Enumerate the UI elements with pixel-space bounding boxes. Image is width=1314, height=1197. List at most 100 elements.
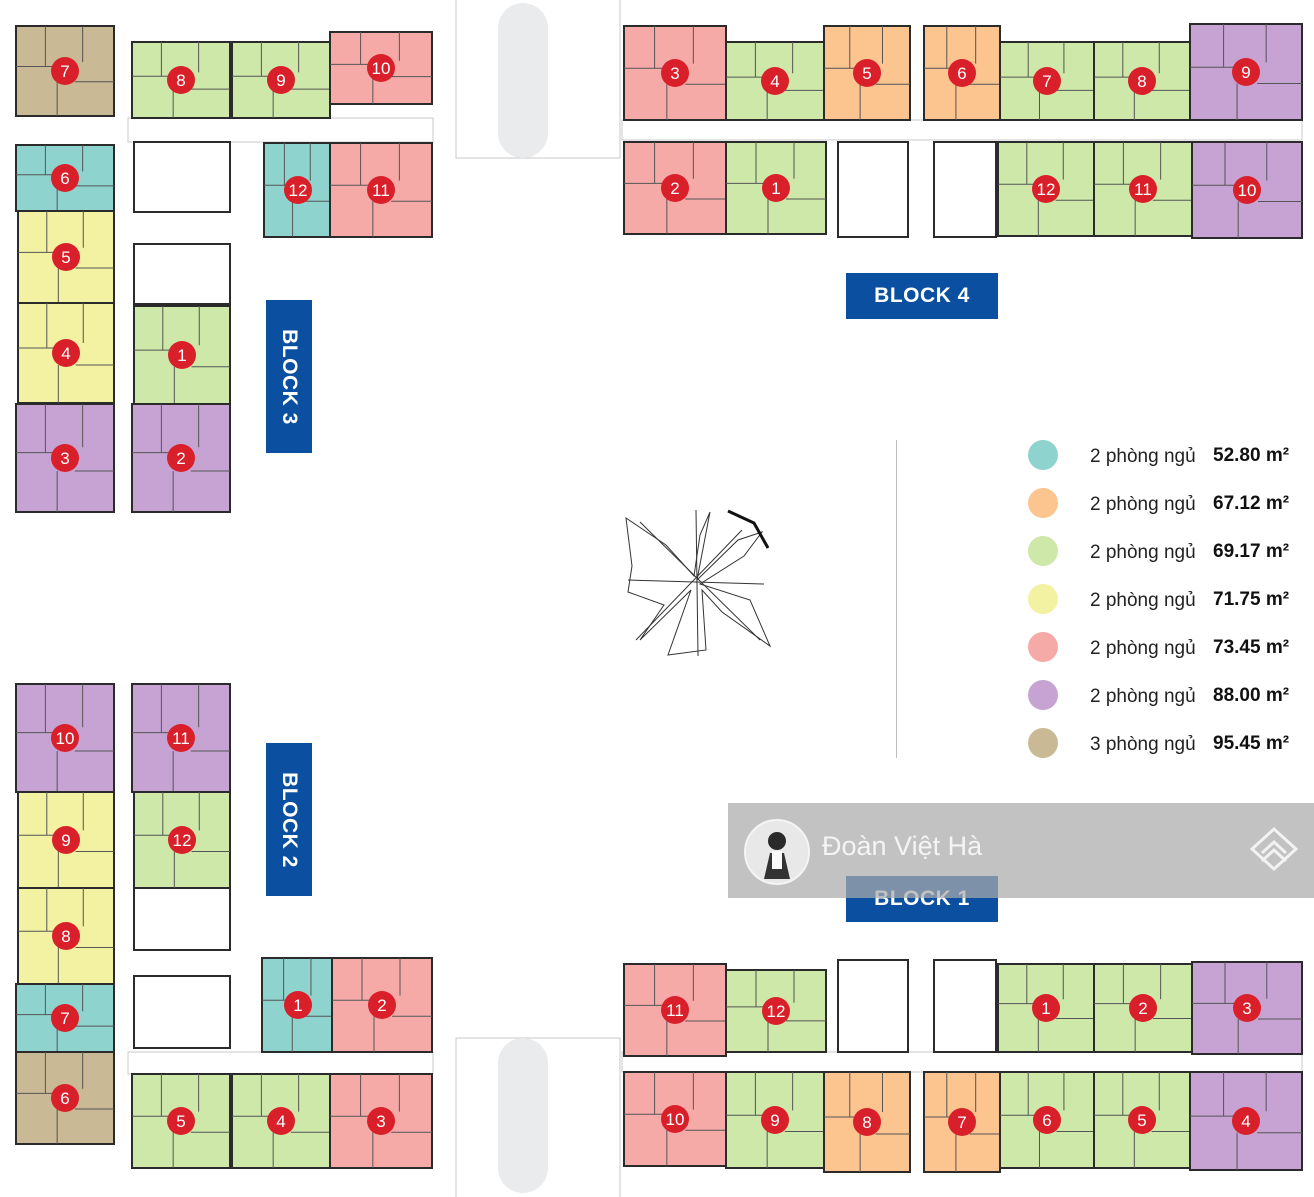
legend-divider: [896, 440, 897, 758]
unit-number: 7: [1042, 72, 1051, 91]
legend-area: 69.17 m²: [1213, 541, 1290, 562]
unit-number-marker: [167, 444, 195, 472]
unit-number-marker: [368, 991, 396, 1019]
unit-partitions: [332, 958, 432, 1052]
unit-partitions: [1094, 1072, 1190, 1168]
block4-unit-10: 10: [1191, 141, 1303, 239]
block2-unit-2: 2: [331, 957, 433, 1053]
unit-partitions: [1000, 1072, 1094, 1168]
legend-area: 73.45 m²: [1213, 637, 1290, 658]
unit-number: 11: [372, 181, 390, 200]
block2-unit-3: 3: [329, 1073, 433, 1169]
unit-partitions: [924, 26, 1000, 120]
unit-number: 7: [957, 1113, 966, 1132]
unit-partitions: [262, 958, 334, 1052]
block4-unit-9: 9: [1189, 23, 1303, 121]
unit-number-marker: [168, 826, 196, 854]
unit-number: 6: [60, 1089, 69, 1108]
unit-number: 10: [1238, 181, 1257, 200]
block1-unit-4: 4: [1189, 1071, 1303, 1171]
legend-item: 2 phòng ngủ 71.75 m²: [1028, 582, 1308, 630]
unit-number-marker: [853, 1108, 881, 1136]
legend-swatch: [1028, 488, 1058, 518]
legend-label: 2 phòng ngủ: [1090, 446, 1196, 467]
unit-number-marker: [367, 1107, 395, 1135]
unit-number-marker: [1032, 175, 1060, 203]
unit-partitions: [624, 26, 726, 120]
unit-number: 2: [176, 449, 185, 468]
block2-unit-5: 5: [131, 1073, 231, 1169]
legend-item: 2 phòng ngủ 88.00 m²: [1028, 678, 1308, 726]
block1-unit-12: 12: [725, 969, 827, 1053]
unit-number-marker: [267, 66, 295, 94]
unit-number: 4: [61, 344, 70, 363]
unit-partitions: [134, 306, 230, 404]
unit-partitions: [1192, 142, 1302, 238]
unit-number-marker: [1232, 1107, 1260, 1135]
block3-unit-2: 2: [131, 403, 231, 513]
block2-unit-1: 1: [261, 957, 335, 1053]
core-block1: [837, 959, 997, 1053]
unit-number-marker: [51, 1004, 79, 1032]
legend-item: 3 phòng ngủ 95.45 m²: [1028, 726, 1308, 774]
unit-number-marker: [948, 1108, 976, 1136]
unit-number-marker: [51, 57, 79, 85]
block1-unit-2: 2: [1093, 963, 1193, 1053]
legend-label: 2 phòng ngủ: [1090, 542, 1196, 563]
unit-number-marker: [661, 996, 689, 1024]
unit-number-marker: [1033, 1106, 1061, 1134]
unit-number: 2: [670, 179, 679, 198]
unit-number-marker: [367, 54, 395, 82]
block4-unit-5: 5: [823, 25, 911, 121]
unit-number: 4: [276, 1112, 285, 1131]
unit-number: 3: [376, 1112, 385, 1131]
unit-number: 9: [61, 831, 70, 850]
block-4-label: BLOCK 4: [846, 273, 998, 319]
unit-partitions: [132, 42, 230, 118]
unit-number-marker: [168, 341, 196, 369]
unit-number-marker: [52, 339, 80, 367]
block3-unit-7: 7: [15, 25, 115, 117]
block3-unit-5: 5: [17, 210, 115, 304]
driveway: [498, 3, 548, 1193]
unit-number: 9: [276, 71, 285, 90]
unit-partitions: [726, 42, 824, 120]
block4-unit-2: 2: [623, 141, 727, 235]
unit-number-marker: [761, 1106, 789, 1134]
avatar: [744, 819, 810, 885]
block1-unit-1: 1: [997, 963, 1095, 1053]
unit-number: 3: [670, 64, 679, 83]
legend-area: 71.75 m²: [1213, 589, 1290, 610]
unit-partitions: [726, 1072, 824, 1168]
unit-number: 8: [61, 927, 70, 946]
unit-number: 10: [56, 729, 75, 748]
unit-partitions: [924, 1072, 1000, 1172]
block3-unit-6: 6: [15, 144, 115, 212]
unit-partitions: [998, 964, 1094, 1052]
block2-unit-6: 6: [15, 1051, 115, 1145]
compass-icon: [625, 509, 772, 657]
legend-item: 2 phòng ngủ 73.45 m²: [1028, 630, 1308, 678]
legend-label: 3 phòng ngủ: [1090, 734, 1196, 755]
unit-number: 4: [1241, 1112, 1250, 1131]
unit-number-marker: [853, 59, 881, 87]
unit-number: 7: [60, 1009, 69, 1028]
watermark-name: Đoàn Việt Hà: [822, 831, 983, 861]
legend-label: 2 phòng ngủ: [1090, 686, 1196, 707]
block4-unit-1: 1: [725, 141, 827, 235]
legend-label: 2 phòng ngủ: [1090, 590, 1196, 611]
block1-unit-6: 6: [999, 1071, 1095, 1169]
unit-number-marker: [267, 1107, 295, 1135]
unit-number: 6: [60, 169, 69, 188]
unit-number-marker: [761, 67, 789, 95]
unit-number: 2: [377, 996, 386, 1015]
unit-number-marker: [1233, 994, 1261, 1022]
unit-number: 9: [770, 1111, 779, 1130]
watermark-banner: Đoàn Việt Hà: [728, 803, 1314, 898]
unit-number-marker: [661, 59, 689, 87]
block1-unit-9: 9: [725, 1071, 825, 1169]
unit-number: 6: [1042, 1111, 1051, 1130]
unit-number: 5: [176, 1112, 185, 1131]
block-3-text: BLOCK 3: [278, 328, 301, 425]
